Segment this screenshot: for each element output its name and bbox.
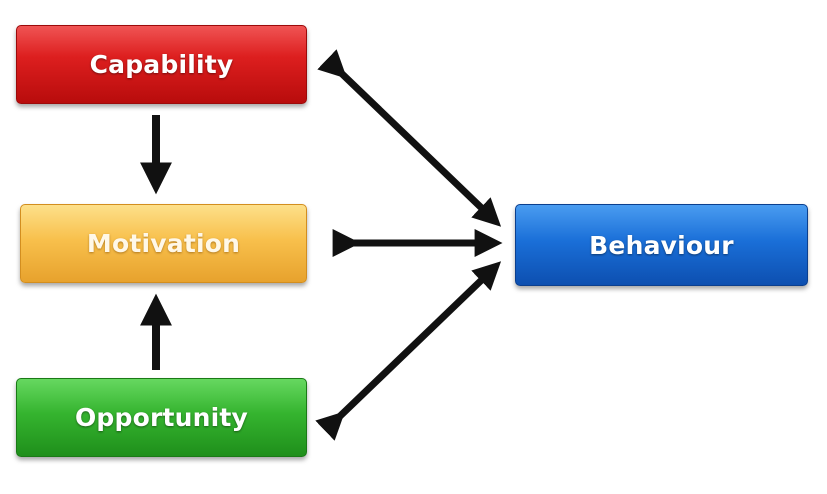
motivation-label: Motivation [86, 229, 241, 258]
capability-label: Capability [89, 50, 234, 79]
behaviour-box: Behaviour [515, 204, 808, 286]
opportunity-box: Opportunity [16, 378, 307, 457]
arrow-opportunity-behaviour [315, 261, 502, 441]
behaviour-label: Behaviour [589, 230, 734, 260]
opportunity-label: Opportunity [74, 403, 249, 432]
motivation-box: Motivation [20, 204, 307, 283]
arrow-capability-behaviour [317, 49, 502, 227]
capability-box: Capability [16, 25, 307, 104]
